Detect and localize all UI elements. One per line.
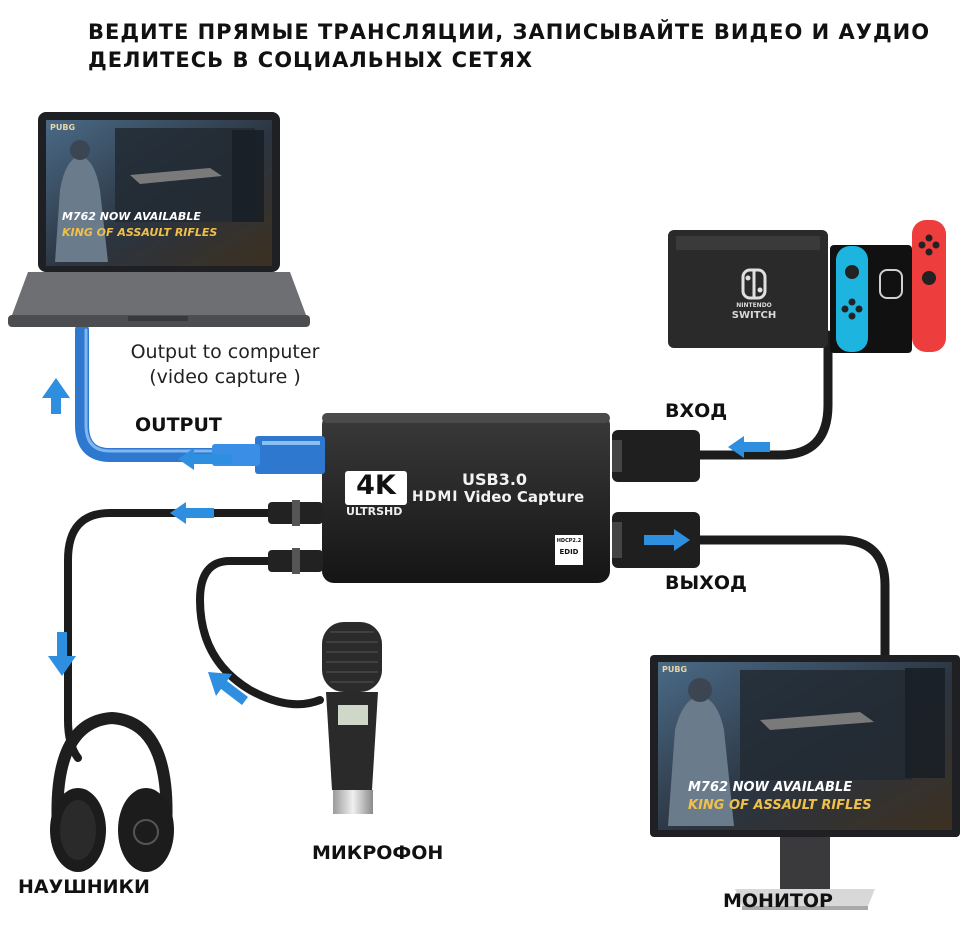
edid-tag-text: EDID <box>559 548 579 556</box>
laptop-game-logo: PUBG <box>50 123 76 132</box>
input-label: ВХОД <box>665 400 728 422</box>
arrow-down-headphones <box>48 632 76 676</box>
capture-card <box>322 413 610 583</box>
edid-tag <box>555 535 583 565</box>
monitor-promo-1: M762 NOW AVAILABLE <box>688 780 853 795</box>
4k-badge <box>345 471 407 505</box>
arrow-left-usb <box>178 448 232 470</box>
hdmi-input-cable <box>695 330 833 460</box>
arrow-hdmi-input <box>728 436 770 458</box>
microphone-plug <box>268 548 323 574</box>
microphone-label: МИКРОФОН <box>312 842 444 864</box>
hdmi-input-plug <box>612 430 700 482</box>
output-note: Output to computer (video capture ) <box>115 340 335 390</box>
microphone-display <box>338 705 368 725</box>
microphone-cable <box>195 557 324 709</box>
monitor-label: МОНИТОР <box>723 890 833 912</box>
joycon-right <box>912 220 946 352</box>
output-ru-label: ВЫХОД <box>665 572 747 594</box>
header-line-2: ДЕЛИТЕСЬ В СОЦИАЛЬНЫХ СЕТЯХ <box>88 48 534 72</box>
output-label: OUTPUT <box>135 414 222 436</box>
laptop-promo-2: KING OF ASSAULT RIFLES <box>62 226 218 239</box>
hdcp-tag-text: HDCP2.2 <box>556 538 582 544</box>
hdmi-text: HDMI <box>412 489 459 505</box>
usb-cable-highlight <box>84 328 217 453</box>
microphone <box>322 622 382 814</box>
switch-brand-1: NINTENDO <box>736 302 772 309</box>
usb-cable <box>75 323 222 462</box>
headphones <box>50 711 174 872</box>
usb-version-text: USB3.0 <box>462 470 528 489</box>
monitor-promo-2: KING OF ASSAULT RIFLES <box>688 798 872 813</box>
ultrshd-text: ULTRSHD <box>346 505 403 518</box>
video-capture-text: Video Capture <box>464 488 585 506</box>
arrow-hdmi-output <box>644 529 690 551</box>
laptop <box>8 112 310 327</box>
header-line-1: ВЕДИТЕ ПРЯМЫЕ ТРАНСЛЯЦИИ, ЗАПИСЫВАЙТЕ ВИ… <box>88 20 931 44</box>
switch-brand-2: SWITCH <box>731 310 777 321</box>
signal-arrows <box>42 378 770 705</box>
output-note-line-1: Output to computer <box>130 341 320 363</box>
monitor-game-logo: PUBG <box>662 665 688 674</box>
laptop-promo-1: M762 NOW AVAILABLE <box>62 210 201 223</box>
headphones-label: НАУШНИКИ <box>18 876 150 898</box>
monitor <box>650 655 960 910</box>
arrow-microphone <box>208 672 248 705</box>
hdmi-output-cable <box>695 535 890 665</box>
arrow-left-headphones <box>170 502 214 524</box>
output-note-line-2: (video capture ) <box>149 366 301 388</box>
arrow-up-to-laptop <box>42 378 70 414</box>
4k-badge-text: 4K <box>356 470 396 501</box>
nintendo-switch <box>668 220 946 353</box>
headphone-plug <box>268 500 323 526</box>
